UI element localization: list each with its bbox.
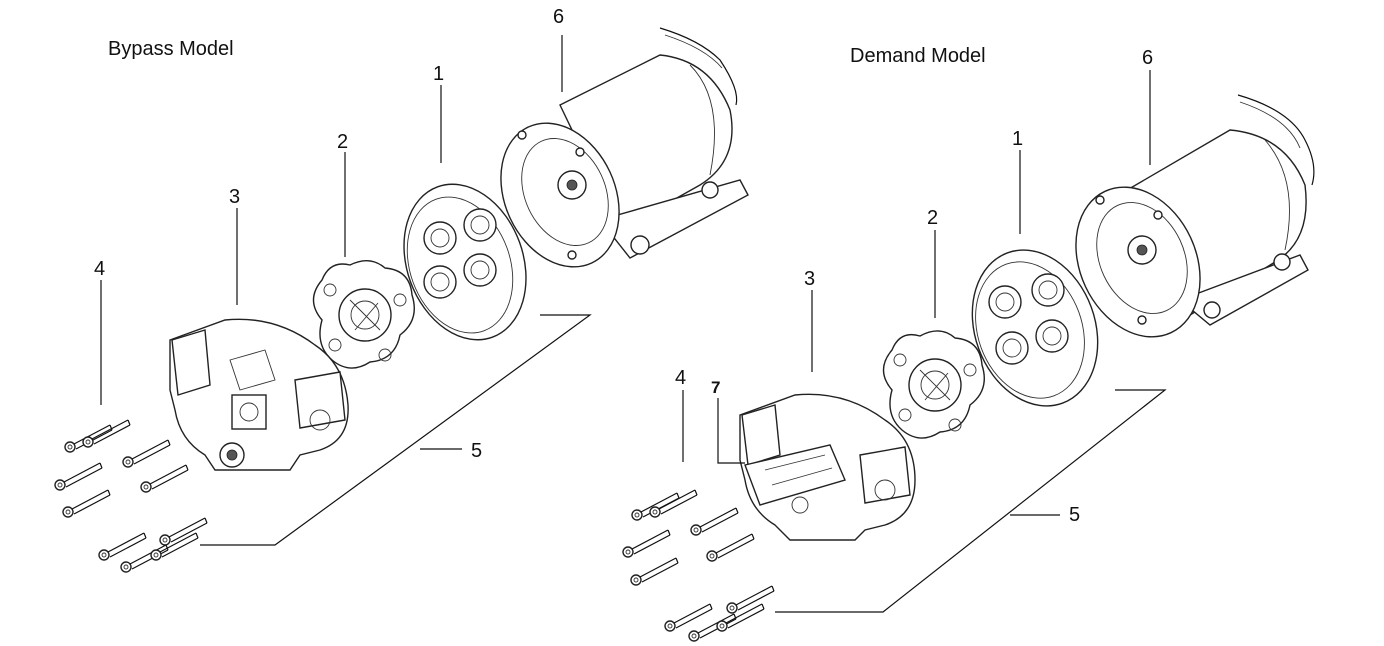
bypass-assembly: 6 1 2 3 4 5 bbox=[54, 6, 749, 573]
demand-model-title: Demand Model bbox=[850, 45, 986, 67]
bypass-callout-6: 6 bbox=[553, 6, 564, 28]
demand-assembly: 6 1 2 3 4 7 5 bbox=[622, 47, 1315, 642]
demand-pump-head bbox=[739, 393, 916, 541]
demand-callout-7: 7 bbox=[711, 378, 720, 397]
bypass-pump-head bbox=[169, 318, 349, 471]
demand-pressure-switch bbox=[744, 444, 846, 506]
demand-callout-1: 1 bbox=[1012, 128, 1023, 150]
bypass-callout-2: 2 bbox=[337, 131, 348, 153]
demand-diaphragm bbox=[971, 249, 1099, 407]
bypass-callout-5: 5 bbox=[471, 440, 482, 462]
demand-bolt-set bbox=[622, 489, 775, 642]
demand-callout-5: 5 bbox=[1069, 504, 1080, 526]
demand-callout-2: 2 bbox=[927, 207, 938, 229]
demand-valve-assembly bbox=[882, 330, 985, 439]
bypass-motor bbox=[500, 27, 749, 268]
demand-callout-6: 6 bbox=[1142, 47, 1153, 69]
bypass-valve-assembly bbox=[312, 260, 415, 369]
bypass-callout-1: 1 bbox=[433, 63, 444, 85]
demand-motor bbox=[1075, 94, 1315, 338]
bypass-bolt-set bbox=[54, 419, 208, 573]
bypass-diaphragm bbox=[403, 183, 527, 341]
bypass-callout-3: 3 bbox=[229, 186, 240, 208]
demand-callout-3: 3 bbox=[804, 268, 815, 290]
bypass-callout-4: 4 bbox=[94, 258, 105, 280]
demand-callout-4: 4 bbox=[675, 367, 686, 389]
bypass-model-title: Bypass Model bbox=[108, 38, 234, 60]
